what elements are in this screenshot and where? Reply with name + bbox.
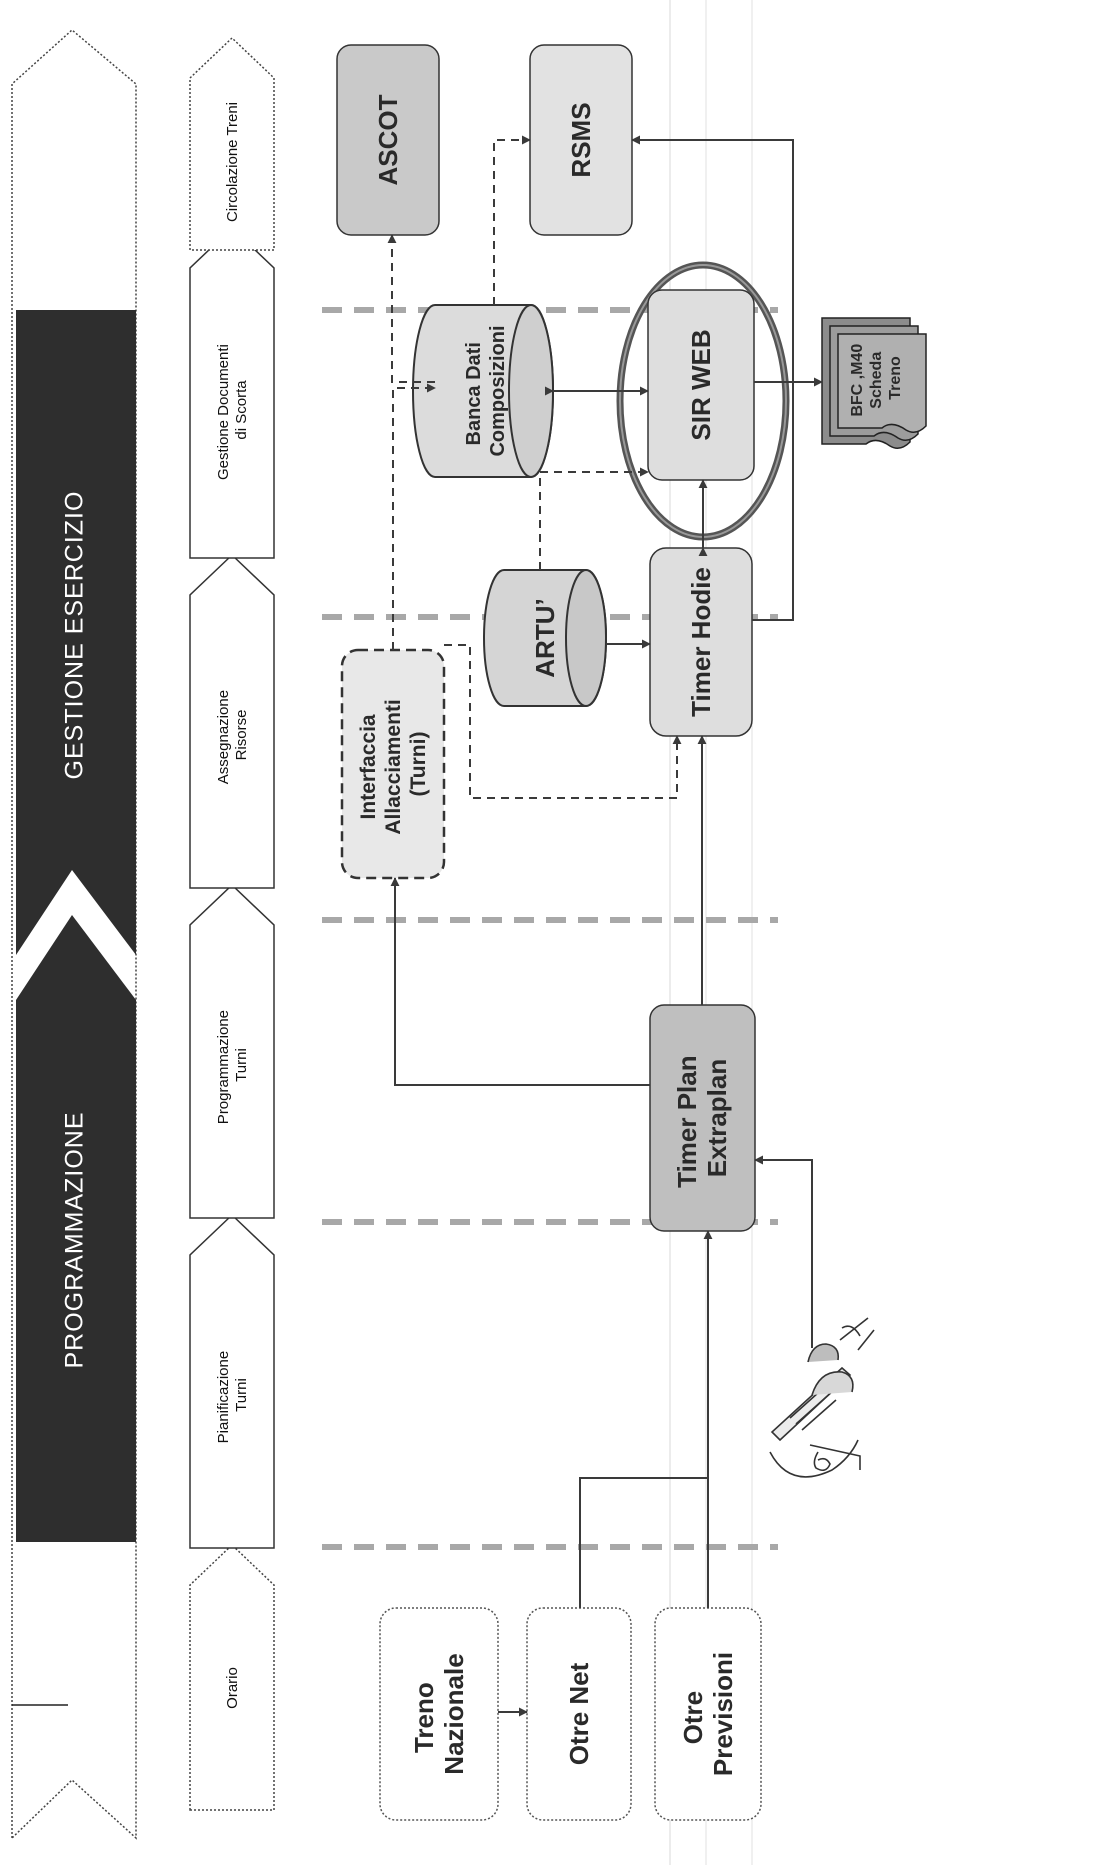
svg-text:Pianificazione Turni: Pianificazione Turni <box>215 1347 250 1444</box>
dashed-bancadati-to-ascot <box>387 234 435 383</box>
node-treno-nazionale: Treno Nazionale <box>379 1607 499 1821</box>
node-timer-hodie: Timer Hodie <box>649 547 753 737</box>
phase-pianificazione-label-2: Turni <box>233 1378 250 1412</box>
svg-text:Timer Plan Extraplan: Timer Plan Extraplan <box>672 1048 732 1188</box>
arrow-manual-to-timerplan <box>754 1155 813 1348</box>
node-ascot: ASCOT <box>336 44 440 236</box>
dashed-artu-to-sirweb <box>539 467 649 570</box>
line-otrenet-to-timerplan <box>579 1477 708 1608</box>
svg-text:Circolazione Treni: Circolazione Treni <box>224 102 241 222</box>
documents-label-2: Scheda <box>868 352 885 409</box>
banca-dati-label-1: Banca Dati <box>463 342 485 445</box>
otre-previsioni-label-1: Otre <box>678 1691 708 1744</box>
dashed-interfaccia-to-timerhodie <box>444 644 682 799</box>
dashed-bancadati-to-rsms <box>493 135 531 305</box>
otre-previsioni-label-2: Previsioni <box>708 1652 738 1776</box>
node-sir-web: SIR WEB <box>616 261 790 541</box>
phase-circolazione-label: Circolazione Treni <box>224 102 241 222</box>
band-gestione-esercizio <box>16 310 136 955</box>
svg-text:Banca Dati Composizioni: Banca Dati Composizioni <box>463 325 509 456</box>
arrow-timerplan-to-interfaccia <box>390 877 650 1086</box>
node-artu: ARTU’ <box>483 569 607 707</box>
band-gestione-label: GESTIONE ESERCIZIO <box>61 491 89 780</box>
timer-plan-label-2: Extraplan <box>702 1059 732 1178</box>
phase-programmazione-label-1: Programmazione <box>215 1010 232 1124</box>
treno-nazionale-label-2: Nazionale <box>439 1653 469 1774</box>
node-otre-net: Otre Net <box>526 1607 632 1821</box>
svg-text:Timer Hodie: Timer Hodie <box>686 567 716 717</box>
svg-text:RSMS: RSMS <box>566 102 596 177</box>
phase-gestione-documenti-label-1: Gestione Documenti <box>215 344 232 480</box>
timer-plan-label-1: Timer Plan <box>672 1055 702 1187</box>
phase-pianificazione-turni: Pianificazione Turni <box>189 1213 275 1549</box>
svg-text:SIR WEB: SIR WEB <box>686 329 716 440</box>
phase-programmazione-turni: Programmazione Turni <box>189 883 275 1219</box>
phase-banner: PROGRAMMAZIONE GESTIONE ESERCIZIO <box>11 29 137 1840</box>
svg-text:Programmazione Turni: Programmazione Turni <box>215 1006 250 1124</box>
dashed-interfaccia-to-bancadati <box>392 383 436 650</box>
svg-text:Treno Nazionale: Treno Nazionale <box>409 1653 469 1774</box>
svg-text:BFC ,M40 Scheda Tr: BFC ,M40 Scheda Treno <box>849 339 904 416</box>
banca-dati-label-2: Composizioni <box>487 325 509 456</box>
interfaccia-label-1: Interfaccia <box>357 714 380 819</box>
phase-circolazione-treni: Circolazione Treni <box>189 36 275 251</box>
svg-text:Interfaccia Allacciament: Interfaccia Allacciamenti (Turni) <box>357 693 430 834</box>
rsms-label: RSMS <box>566 102 596 177</box>
arrow-timerhodie-to-rsms <box>631 135 794 621</box>
node-documents-stack: BFC ,M40 Scheda Treno <box>821 317 927 449</box>
interfaccia-label-3: (Turni) <box>407 732 430 797</box>
node-rsms: RSMS <box>529 44 633 236</box>
phase-gestione-documenti: Gestione Documenti di Scorta <box>189 226 275 559</box>
sir-web-label: SIR WEB <box>686 329 716 440</box>
person-writing-clipart <box>769 1317 875 1478</box>
svg-text:ARTU’: ARTU’ <box>530 598 560 677</box>
band-programmazione <box>16 915 136 1542</box>
documents-label-3: Treno <box>887 356 904 400</box>
svg-text:Assegnazione Risorse: Assegnazione Risorse <box>215 686 250 784</box>
svg-text:Otre Net: Otre Net <box>564 1662 594 1765</box>
svg-text:Gestione Documenti di Sc: Gestione Documenti di Scorta <box>215 340 250 480</box>
banner-outline <box>11 29 137 1840</box>
phase-orario-label: Orario <box>224 1667 241 1709</box>
artu-label: ARTU’ <box>530 598 560 677</box>
node-otre-previsioni: Otre Previsioni <box>654 1607 762 1821</box>
phase-programmazione-label-2: Turni <box>233 1048 250 1082</box>
svg-text:Orario: Orario <box>224 1667 241 1709</box>
phase-pianificazione-label-1: Pianificazione <box>215 1351 232 1444</box>
otre-net-label: Otre Net <box>564 1662 594 1765</box>
svg-text:ASCOT: ASCOT <box>373 94 403 185</box>
ascot-label: ASCOT <box>373 94 403 185</box>
svg-text:Otre Previsioni: Otre Previsioni <box>678 1652 738 1776</box>
treno-nazionale-label-1: Treno <box>409 1682 439 1753</box>
timer-hodie-label: Timer Hodie <box>686 567 716 717</box>
dashed-connectors <box>387 135 682 799</box>
phase-assegnazione-label-2: Risorse <box>233 710 250 761</box>
node-interfaccia-allacciamenti: Interfaccia Allacciamenti (Turni) <box>340 648 446 880</box>
node-banca-dati: Banca Dati Composizioni <box>412 304 554 478</box>
connectors <box>390 135 823 1717</box>
documents-label-1: BFC ,M40 <box>849 344 866 417</box>
phase-orario: Orario <box>189 1543 275 1811</box>
phase-gestione-documenti-label-2: di Scorta <box>233 380 250 440</box>
node-timer-plan: Timer Plan Extraplan <box>649 1004 756 1232</box>
interfaccia-label-2: Allacciamenti <box>382 699 405 834</box>
phase-assegnazione-label-1: Assegnazione <box>215 690 232 784</box>
phase-separators <box>322 307 778 1550</box>
phase-assegnazione-risorse: Assegnazione Risorse <box>189 553 275 889</box>
band-programmazione-label: PROGRAMMAZIONE <box>61 1111 89 1368</box>
